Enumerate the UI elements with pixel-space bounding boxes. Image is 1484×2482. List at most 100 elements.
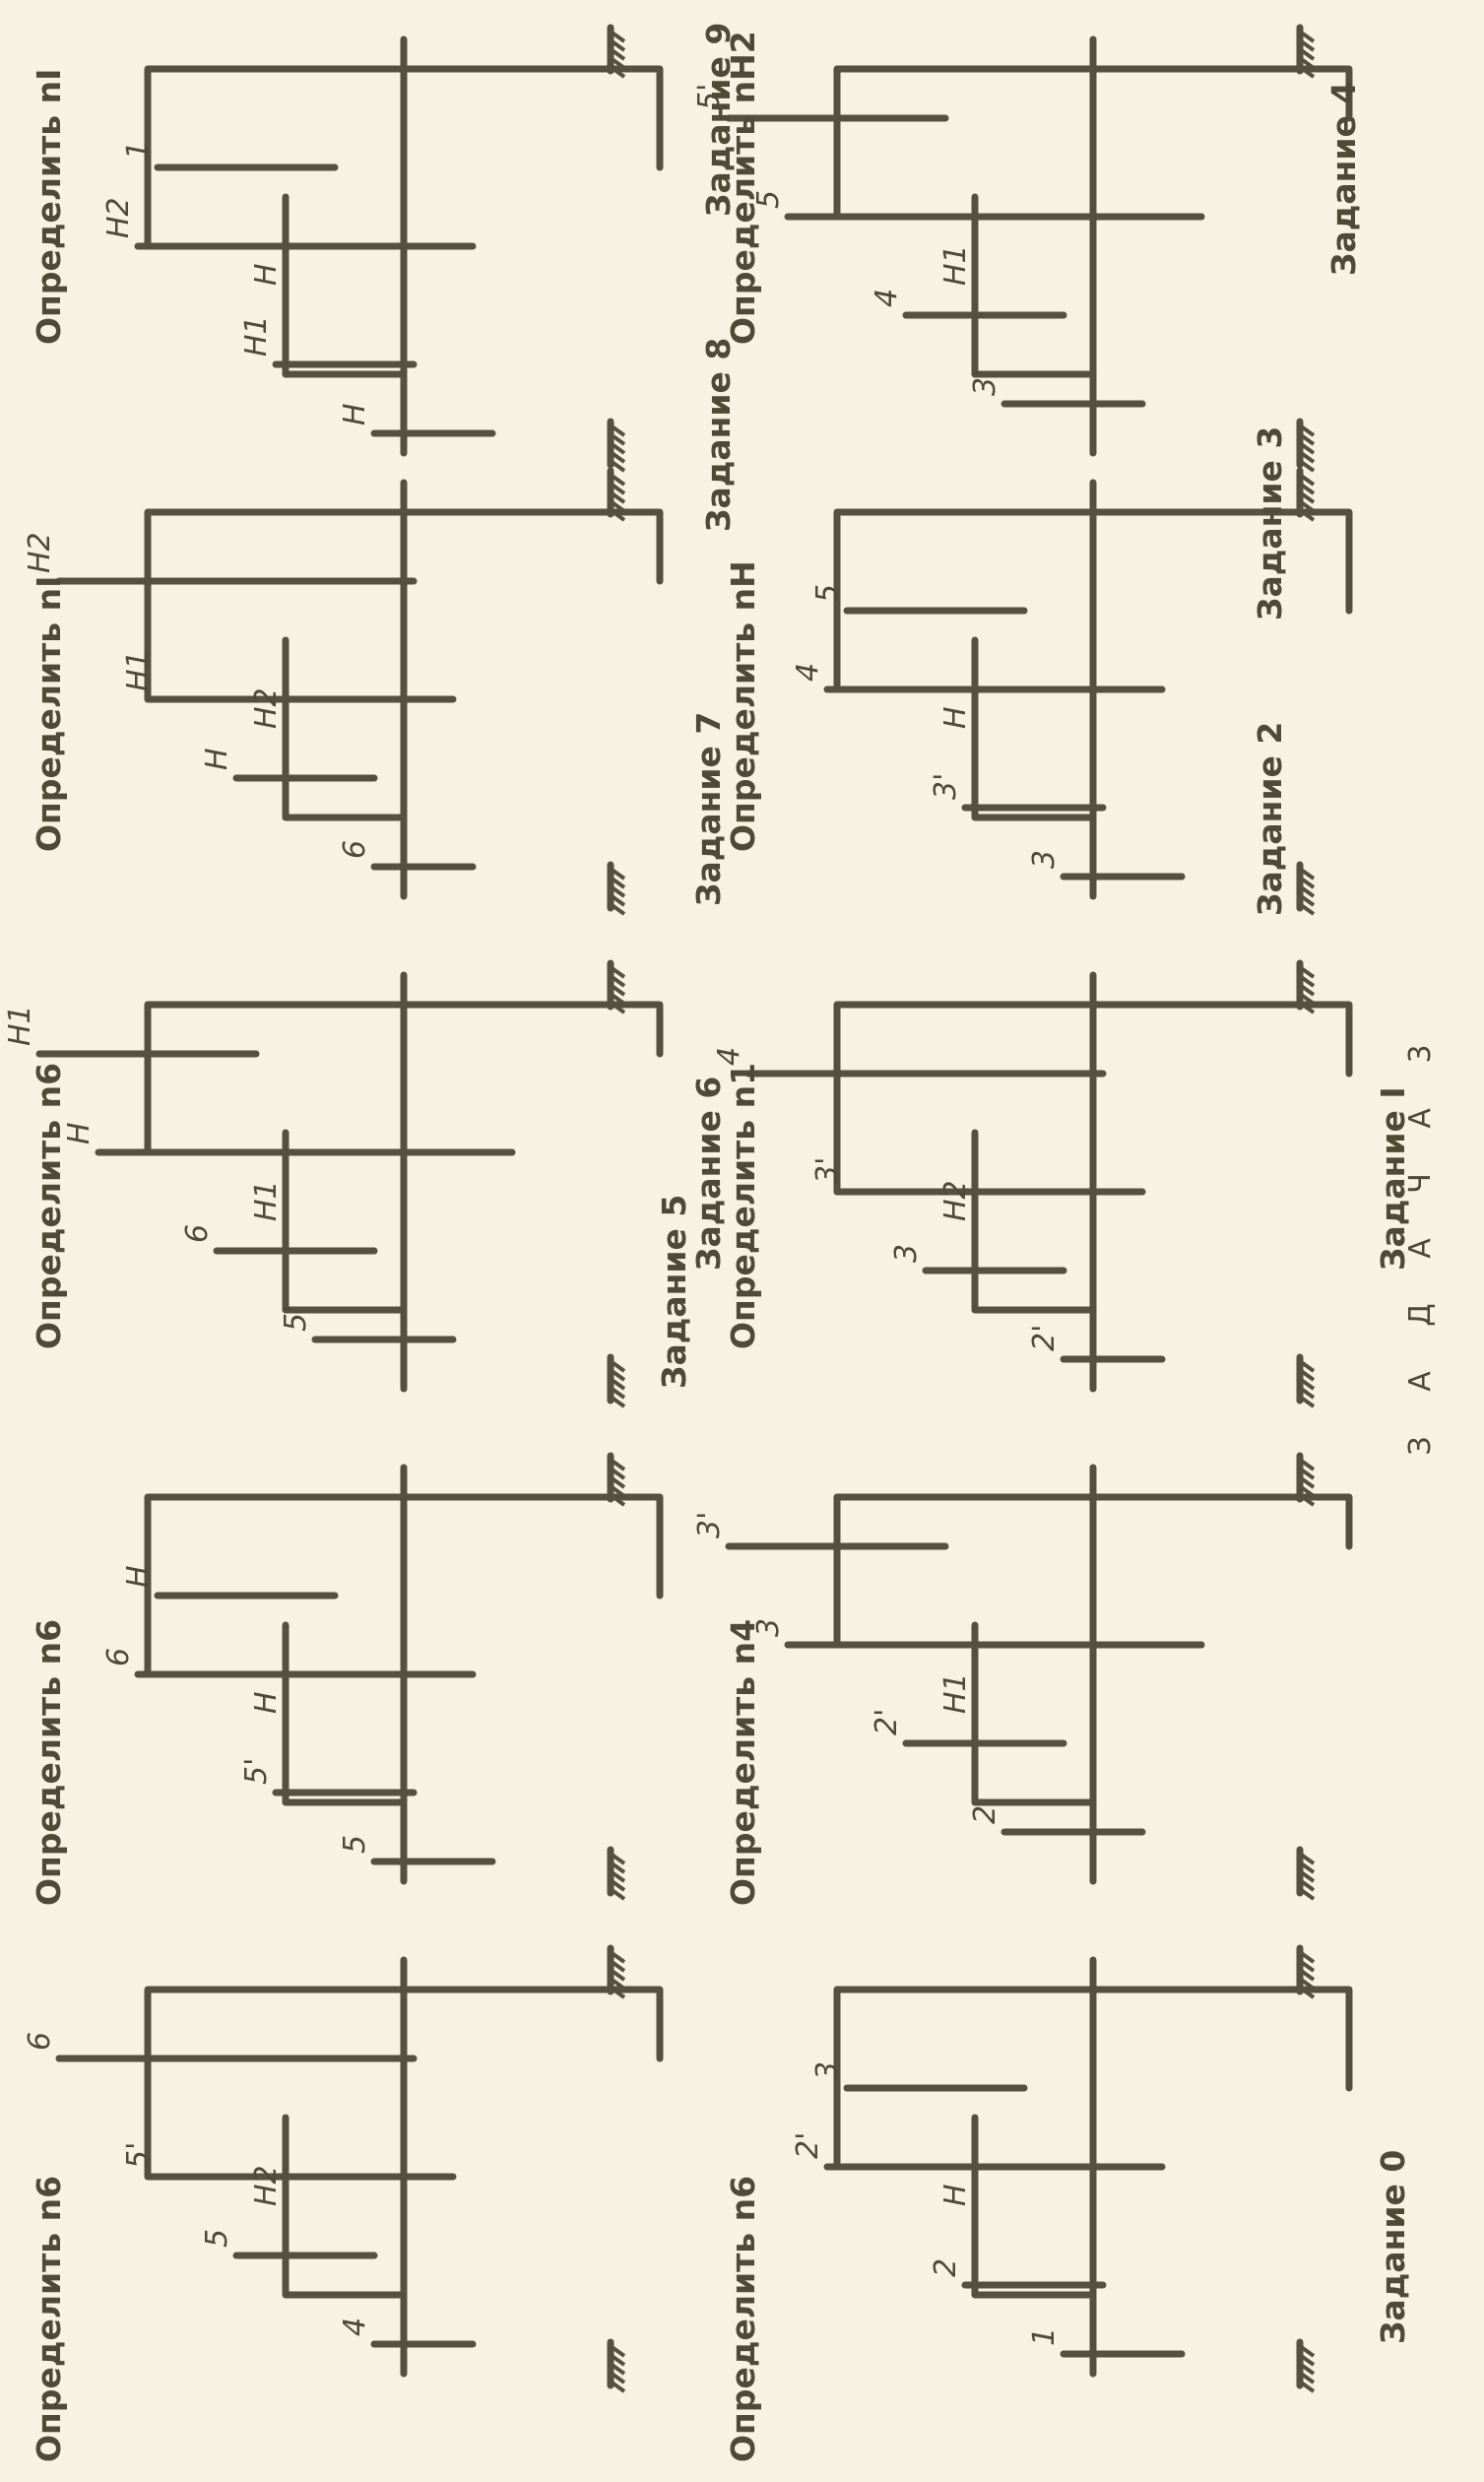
carrier-arm	[282, 1621, 408, 1806]
hatch-mark	[1298, 965, 1316, 979]
hatch-mark	[1298, 1861, 1316, 1874]
gear-label: 4	[791, 663, 825, 682]
gear-label: 4	[338, 2318, 372, 2336]
hatch-mark	[609, 1852, 626, 1865]
gear-label: 6	[180, 1224, 215, 1243]
gear-label: 3	[889, 1244, 924, 1263]
hatch-mark	[1298, 30, 1316, 43]
gear-schematic: 33'45H	[791, 467, 1353, 916]
hatch-mark	[609, 884, 626, 898]
hatch-mark	[1298, 1878, 1316, 1892]
hatch-mark	[609, 2353, 626, 2367]
gear-schematic: 55'6HH	[101, 1452, 664, 1901]
carrier-arm	[282, 636, 408, 821]
hatch-mark	[609, 876, 626, 889]
carrier-arm	[282, 2114, 408, 2299]
gear-label: H2	[23, 532, 57, 573]
gear-label: H	[938, 706, 973, 729]
hatch-mark	[1298, 1386, 1316, 1400]
task-8-name: Задание 8	[699, 337, 738, 532]
gear-label: 5	[751, 190, 786, 209]
hatch-mark	[1298, 432, 1316, 446]
hatch-mark	[609, 2344, 626, 2358]
hatch-mark	[1298, 473, 1316, 487]
carrier-arm	[971, 2114, 1097, 2299]
gear-label: 6	[23, 2032, 57, 2051]
gear-label: H1	[121, 650, 156, 691]
hatch-mark	[609, 47, 626, 61]
hatch-mark	[1298, 1959, 1316, 1973]
gear-label: 1	[1027, 2327, 1062, 2346]
gear-label: H1	[249, 1180, 284, 1221]
gear-label: 6	[338, 840, 372, 859]
hatch-mark	[609, 1395, 626, 1408]
gear-label: H	[249, 1691, 284, 1714]
hatch-mark	[1298, 2344, 1316, 2358]
hatch-mark	[1298, 1950, 1316, 1964]
hatch-mark	[1298, 902, 1316, 916]
gear-label: 2'	[870, 1709, 904, 1735]
gear-label: H1	[938, 244, 973, 286]
hatch-mark	[609, 424, 626, 437]
hatch-mark	[609, 1475, 626, 1489]
hatch-mark	[1298, 1395, 1316, 1408]
gear-label: 2'	[1027, 1325, 1062, 1351]
hatch-mark	[1298, 450, 1316, 464]
gear-label: 3	[751, 1618, 786, 1637]
gear-schematic: 3'455'H1	[692, 24, 1353, 473]
hatch-mark	[1298, 424, 1316, 437]
hatch-mark	[1298, 1359, 1316, 1373]
task-6-goal: Определить n6	[30, 1618, 68, 1906]
gear-label: 5	[200, 2229, 234, 2248]
carrier-arm	[971, 1129, 1097, 1314]
hatch-mark	[1298, 884, 1316, 898]
hatch-mark	[609, 1467, 626, 1480]
gear-label: 4	[712, 1047, 746, 1066]
hatch-mark	[609, 450, 626, 464]
hatch-mark	[1298, 47, 1316, 61]
hatch-mark	[1298, 1968, 1316, 1982]
carrier-arm	[282, 1129, 408, 1314]
gear-label: H2	[101, 197, 136, 238]
gear-label: H	[338, 403, 372, 425]
gear-schematic: 122'3H	[791, 1944, 1353, 2393]
task-9-goal: Определить nI	[30, 68, 68, 345]
hatch-mark	[609, 1959, 626, 1973]
hatch-mark	[1298, 1368, 1316, 1382]
carrier-arm	[282, 193, 408, 378]
task-2-goal: Определить n1	[724, 1062, 762, 1349]
gear-schematic: 455'6H2	[23, 1944, 664, 2393]
gear-label: 3'	[692, 1512, 727, 1538]
carrier-arm	[971, 193, 1097, 378]
gear-label: H	[121, 1565, 156, 1588]
gear-label: 2	[929, 2258, 963, 2277]
hatch-mark	[609, 974, 626, 988]
gear-label: H	[938, 2184, 973, 2206]
hatch-mark	[609, 2371, 626, 2384]
gear-label: 5'	[279, 1305, 313, 1332]
hatch-mark	[609, 983, 626, 997]
task-0-goal: Определить n6	[724, 2175, 762, 2462]
task-3-name: Задание 3	[1251, 425, 1289, 620]
hatch-mark	[1298, 983, 1316, 997]
hatch-mark	[609, 1950, 626, 1964]
gear-label: 3'	[810, 1157, 845, 1184]
task-5-goal: Определить n6	[30, 2175, 68, 2462]
hatch-mark	[609, 1386, 626, 1400]
hatch-mark	[609, 2380, 626, 2393]
gear-label: 5'	[692, 84, 727, 110]
hatch-mark	[1298, 1458, 1316, 1471]
hatch-mark	[609, 1887, 626, 1901]
hatch-mark	[609, 1359, 626, 1373]
task-6-name: Задание 6	[689, 1076, 728, 1271]
gear-label: 5	[338, 1835, 372, 1854]
hatch-mark	[609, 1968, 626, 1982]
